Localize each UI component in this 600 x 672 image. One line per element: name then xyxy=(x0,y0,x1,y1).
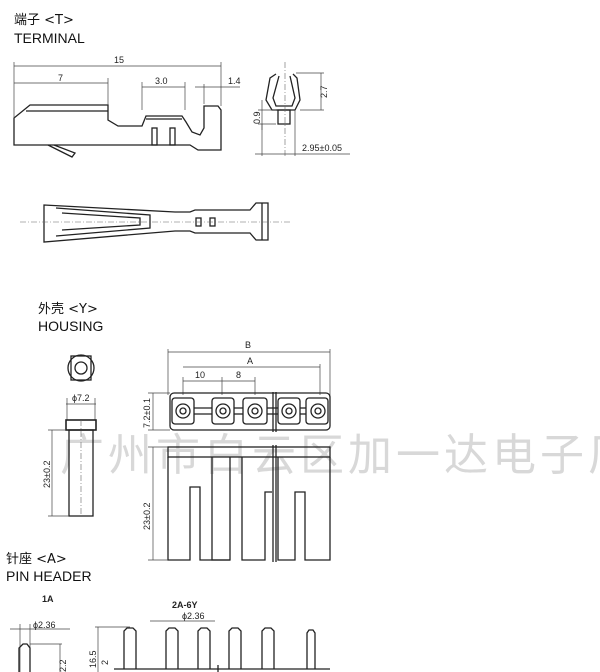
dim-housing-length2: 23±0.2 xyxy=(142,503,152,530)
housing-single-view xyxy=(48,354,97,517)
pin-header-title-cn: 针座 <A> xyxy=(6,552,67,567)
dim-terminal-crimp: 3.0 xyxy=(155,76,168,86)
housing-multi-view xyxy=(148,349,331,562)
pin-header-title-en: PIN HEADER xyxy=(6,568,92,584)
pin-header-view xyxy=(10,620,330,672)
pin-header-variant-2A-6Y: 2A-6Y xyxy=(172,600,198,610)
dim-pin-height-total: 16.5 xyxy=(88,650,98,668)
dim-housing-pitch1: 10 xyxy=(195,370,205,380)
dim-terminal-front: 7 xyxy=(58,73,63,83)
dim-housing-B: B xyxy=(245,340,251,350)
terminal-side-view xyxy=(13,62,240,158)
dim-terminal-height: 2.7 xyxy=(319,85,329,98)
dim-pin-diameter-1A: ϕ2.36 xyxy=(33,620,56,630)
dim-terminal-length: 15 xyxy=(114,55,124,65)
pin-header-variant-1A: 1A xyxy=(42,594,54,604)
dim-terminal-tip: 1.4 xyxy=(228,76,241,86)
dim-housing-pitch2: 8 xyxy=(236,370,241,380)
dim-terminal-width: 2.95±0.05 xyxy=(302,143,342,153)
dim-housing-diameter: ϕ7.2 xyxy=(72,393,90,403)
terminal-title-en: TERMINAL xyxy=(14,30,85,46)
dim-housing-A: A xyxy=(247,356,253,366)
terminal-top-view xyxy=(20,202,290,243)
dim-pin-height-1A: 2.2 xyxy=(58,659,68,672)
dim-housing-length: 23±0.2 xyxy=(42,461,52,488)
terminal-end-view xyxy=(255,62,350,158)
dim-housing-height: 7.2±0.1 xyxy=(142,398,152,428)
terminal-title-cn: 端子 <T> xyxy=(14,13,74,28)
dim-pin-diameter-2A: ϕ2.36 xyxy=(182,611,205,621)
dim-terminal-base: 0.9 xyxy=(252,111,262,124)
housing-title-cn: 外壳 <Y> xyxy=(38,302,98,317)
housing-title-en: HOUSING xyxy=(38,318,103,334)
dim-pin-height-base: 2 xyxy=(100,660,110,665)
